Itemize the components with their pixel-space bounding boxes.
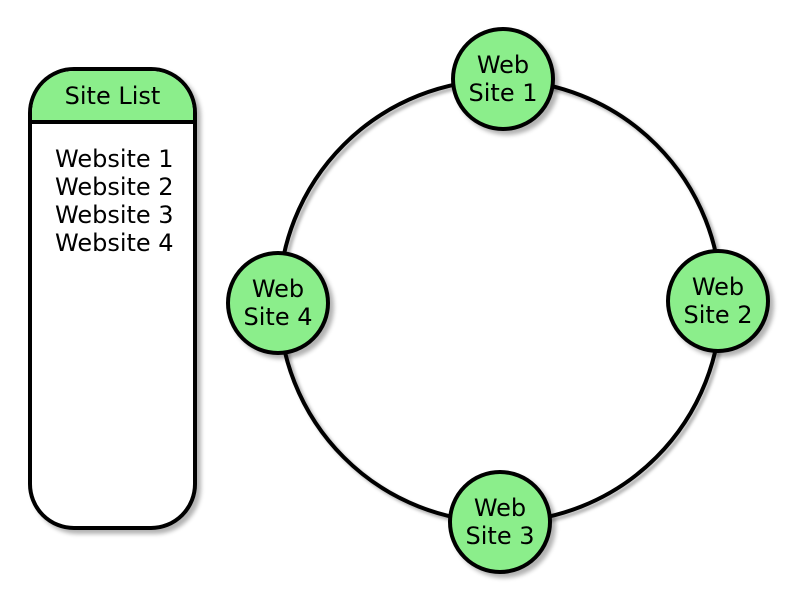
site-list-card: Site List Website 1 Website 2 Website 3 … bbox=[28, 67, 197, 530]
list-item: Website 1 bbox=[55, 145, 174, 173]
ring-circle bbox=[277, 78, 723, 524]
site-list-title: Site List bbox=[64, 81, 161, 110]
ring-shadow bbox=[280, 81, 726, 527]
node-label-line: Site 1 bbox=[468, 79, 538, 107]
node-label-line: Site 2 bbox=[683, 301, 753, 329]
node-label-line: Site 4 bbox=[243, 303, 313, 331]
site-list-header: Site List bbox=[32, 71, 193, 124]
list-item: Website 3 bbox=[55, 201, 174, 229]
node-label-line: Web bbox=[251, 275, 305, 303]
list-item: Website 4 bbox=[55, 229, 174, 257]
node-web-site-1: Web Site 1 bbox=[451, 27, 555, 131]
node-web-site-4: Web Site 4 bbox=[226, 251, 330, 355]
node-web-site-3: Web Site 3 bbox=[448, 470, 552, 574]
node-web-site-2: Web Site 2 bbox=[666, 249, 770, 353]
site-list-body: Website 1 Website 2 Website 3 Website 4 bbox=[32, 124, 193, 257]
node-label-line: Site 3 bbox=[465, 522, 535, 550]
list-item: Website 2 bbox=[55, 173, 174, 201]
node-label-line: Web bbox=[473, 494, 527, 522]
node-label-line: Web bbox=[476, 51, 530, 79]
node-label-line: Web bbox=[691, 273, 745, 301]
